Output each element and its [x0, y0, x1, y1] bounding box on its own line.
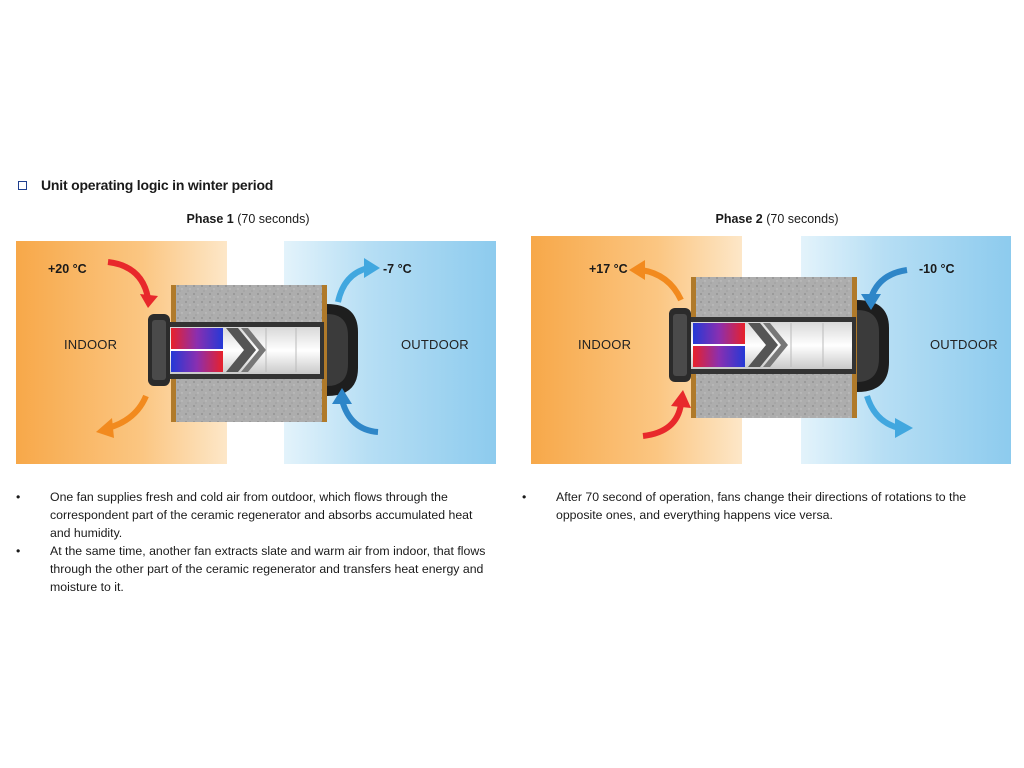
bullet-icon: •	[16, 490, 21, 504]
phase-2-description: • After 70 second of operation, fans cha…	[522, 488, 992, 524]
section-header: Unit operating logic in winter period	[18, 176, 273, 194]
checkbox-icon	[18, 180, 27, 190]
phase-1-outdoor-label: OUTDOOR	[401, 337, 469, 352]
phase-2-illustration	[531, 236, 1011, 464]
phase-2-diagram: +17 °C -10 °C INDOOR OUTDOOR	[531, 236, 1011, 464]
phase-2-duration: (70 seconds)	[766, 212, 839, 226]
bullet-icon: •	[16, 544, 21, 558]
list-item-text: After 70 second of operation, fans chang…	[556, 490, 967, 522]
list-item: • One fan supplies fresh and cold air fr…	[16, 488, 496, 542]
phase-1-description: • One fan supplies fresh and cold air fr…	[16, 488, 496, 596]
phase-1-diagram: +20 °C -7 °C INDOOR OUTDOOR	[16, 236, 496, 464]
phase-1-illustration	[16, 241, 496, 464]
phase-2-indoor-label: INDOOR	[578, 337, 632, 352]
phase-2-indoor-temp: +17 °C	[589, 262, 628, 276]
phase-1-outdoor-temp: -7 °C	[383, 262, 412, 276]
list-item: • After 70 second of operation, fans cha…	[522, 488, 992, 524]
phase-2-title: Phase 2 (70 seconds)	[627, 212, 927, 226]
phase-2-outdoor-label: OUTDOOR	[930, 337, 998, 352]
phase-2-name: Phase 2	[715, 212, 763, 226]
bullet-icon: •	[522, 490, 527, 504]
section-title: Unit operating logic in winter period	[41, 177, 274, 193]
list-item-text: One fan supplies fresh and cold air from…	[50, 490, 473, 540]
phase-2-outdoor-temp: -10 °C	[919, 262, 955, 276]
phase-1-title: Phase 1 (70 seconds)	[98, 212, 398, 226]
list-item-text: At the same time, another fan extracts s…	[50, 544, 486, 594]
phase-1-duration: (70 seconds)	[237, 212, 310, 226]
phase-1-name: Phase 1	[186, 212, 234, 226]
phase-1-indoor-temp: +20 °C	[48, 262, 87, 276]
phase-1-indoor-label: INDOOR	[64, 337, 118, 352]
list-item: • At the same time, another fan extracts…	[16, 542, 496, 596]
